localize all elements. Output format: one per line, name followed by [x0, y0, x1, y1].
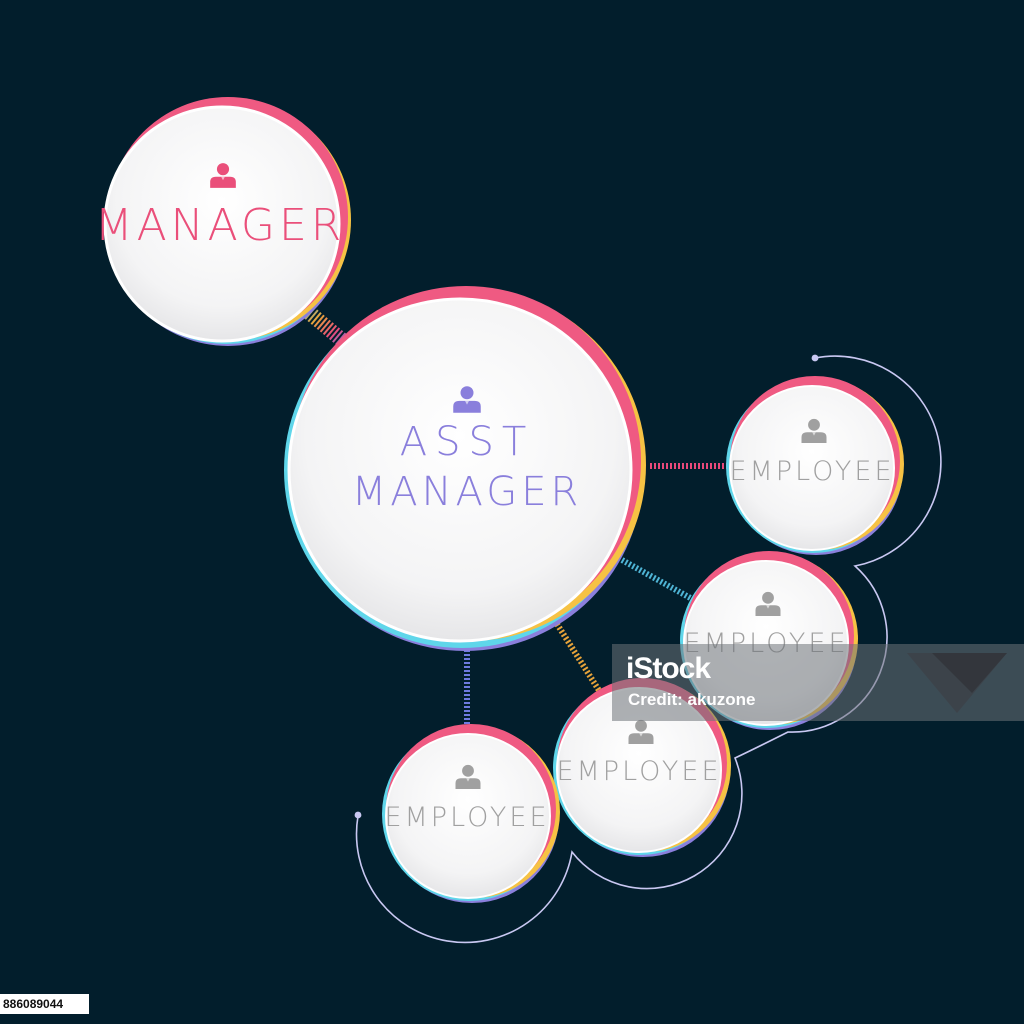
orbit-end-markers	[354, 354, 819, 819]
orbit-lines	[355, 355, 942, 944]
stock-id-label: 886089044	[0, 994, 89, 1014]
watermark-logo: iStock	[626, 652, 711, 685]
employee-4-label: EMPLOYEE	[384, 802, 549, 833]
node-manager: MANAGER	[95, 97, 351, 346]
employee-3-label: EMPLOYEE	[556, 756, 721, 787]
connector-manager-asst	[295, 299, 353, 351]
connector-asst-employee-3	[554, 622, 603, 694]
asst-manager-label-line-1: ASST	[400, 419, 535, 465]
watermark-credit: Credit: akuzone	[628, 690, 756, 709]
connectors	[295, 299, 728, 730]
watermark-banner: iStock Credit: akuzone	[612, 644, 1024, 721]
employee-1-label: EMPLOYEE	[729, 456, 894, 487]
orbit-arc-right	[355, 355, 942, 944]
asst-manager-label-line-2: MANAGER	[352, 469, 583, 515]
node-employee-4: EMPLOYEE	[382, 724, 560, 903]
node-asst-manager: ASST MANAGER	[284, 286, 646, 651]
manager-label: MANAGER	[95, 200, 346, 251]
connector-asst-employee-2	[620, 557, 696, 603]
orbit-marker-bottom	[354, 811, 362, 819]
watermark-triangle-icon	[907, 653, 1007, 713]
orbit-marker-top	[811, 354, 819, 362]
node-employee-1: EMPLOYEE	[726, 376, 904, 555]
